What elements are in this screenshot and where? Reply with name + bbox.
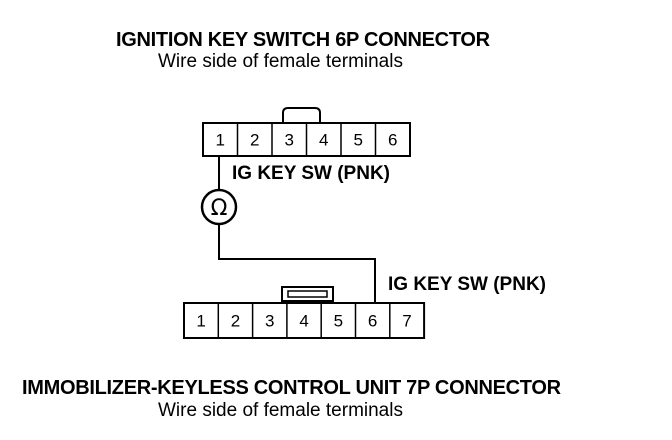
bottom-connector-subtitle: Wire side of female terminals bbox=[158, 400, 403, 421]
top-wire-label: IG KEY SW (PNK) bbox=[232, 163, 390, 184]
probe-wire-bottom bbox=[218, 224, 376, 303]
top-connector-pin-6: 6 bbox=[388, 131, 397, 150]
top-connector-pin-2: 2 bbox=[250, 131, 259, 150]
bottom-connector-pin-1: 1 bbox=[196, 312, 205, 331]
top-connector-pin-1: 1 bbox=[216, 131, 225, 150]
bottom-wire-label: IG KEY SW (PNK) bbox=[388, 274, 546, 295]
top-connector-pin-3: 3 bbox=[285, 131, 294, 150]
bottom-connector: 1 2 3 4 5 6 7 bbox=[183, 302, 426, 339]
bottom-connector-body bbox=[183, 302, 426, 339]
bottom-connector-pin-5: 5 bbox=[334, 312, 343, 331]
top-connector-subtitle: Wire side of female terminals bbox=[158, 51, 403, 72]
bottom-connector-title: IMMOBILIZER-KEYLESS CONTROL UNIT 7P CONN… bbox=[22, 377, 561, 399]
bottom-connector-lock-inner bbox=[287, 290, 328, 298]
top-connector-pin-4: 4 bbox=[319, 131, 328, 150]
bottom-connector-pin-6: 6 bbox=[368, 312, 377, 331]
top-connector-lock-tab bbox=[282, 107, 321, 123]
top-connector: 1 2 3 4 5 6 bbox=[202, 122, 411, 157]
bottom-connector-pin-2: 2 bbox=[231, 312, 240, 331]
top-connector-title: IGNITION KEY SWITCH 6P CONNECTOR bbox=[116, 29, 490, 51]
bottom-connector-pin-4: 4 bbox=[299, 312, 308, 331]
top-connector-pin-5: 5 bbox=[354, 131, 363, 150]
bottom-connector-lock-tab bbox=[281, 286, 334, 302]
bottom-connector-pin-3: 3 bbox=[265, 312, 274, 331]
ohmmeter-symbol: Ω bbox=[211, 196, 228, 221]
bottom-connector-pin-7: 7 bbox=[402, 312, 411, 331]
